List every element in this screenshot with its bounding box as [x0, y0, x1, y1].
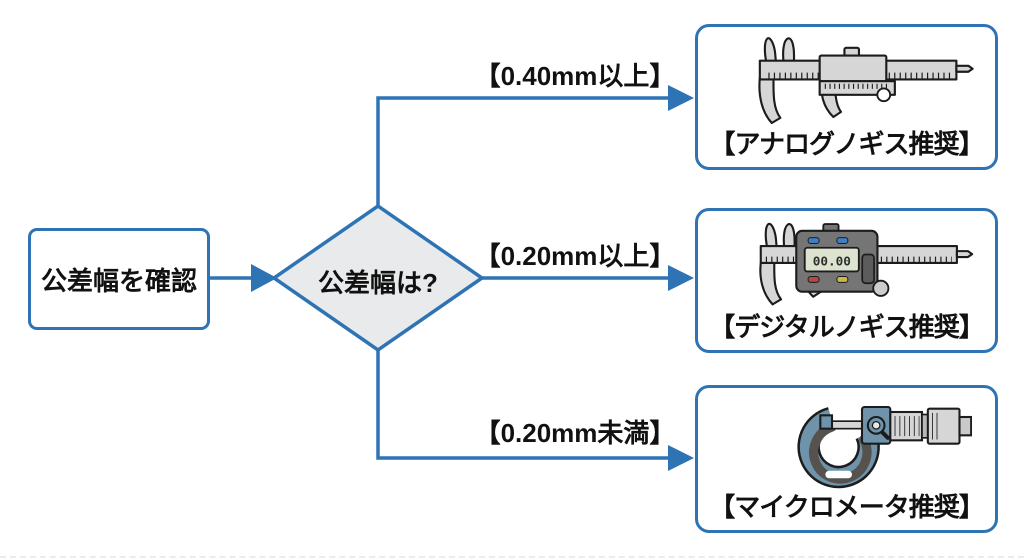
- start-node-label: 公差幅を確認: [40, 265, 197, 296]
- analog-caliper-icon: [757, 37, 974, 125]
- connector-branch-bottom: [376, 349, 670, 460]
- arrowhead-branch-middle: [668, 265, 694, 291]
- result-node-digital-caliper: 00.00 【デジタルノギス推奨】: [695, 208, 998, 353]
- branch-condition-top: 【0.40mm以上】: [474, 61, 676, 91]
- bottom-edge-artifact: [0, 556, 1024, 558]
- arrowhead-branch-bottom: [668, 445, 694, 471]
- decision-diamond: [270, 203, 486, 353]
- arrowhead-into-decision: [251, 264, 277, 292]
- arrowhead-branch-top: [668, 85, 694, 111]
- result-label-analog-caliper: 【アナログノギス推奨】: [709, 129, 985, 160]
- digital-display-value: 00.00: [812, 254, 850, 269]
- connector-branch-top: [376, 96, 670, 207]
- result-node-analog-caliper: 【アナログノギス推奨】: [695, 24, 998, 170]
- branch-condition-middle: 【0.20mm以上】: [474, 241, 676, 271]
- decision-node-label: 公差幅は?: [318, 268, 438, 298]
- digital-caliper-icon: 00.00: [758, 222, 973, 306]
- micrometer-icon: [796, 406, 972, 489]
- branch-condition-bottom: 【0.20mm未満】: [474, 418, 676, 448]
- start-node: 公差幅を確認: [28, 228, 210, 330]
- result-label-micrometer: 【マイクロメータ推奨】: [709, 492, 984, 523]
- result-label-digital-caliper: 【デジタルノギス推奨】: [709, 312, 984, 343]
- result-node-micrometer: 【マイクロメータ推奨】: [695, 385, 998, 533]
